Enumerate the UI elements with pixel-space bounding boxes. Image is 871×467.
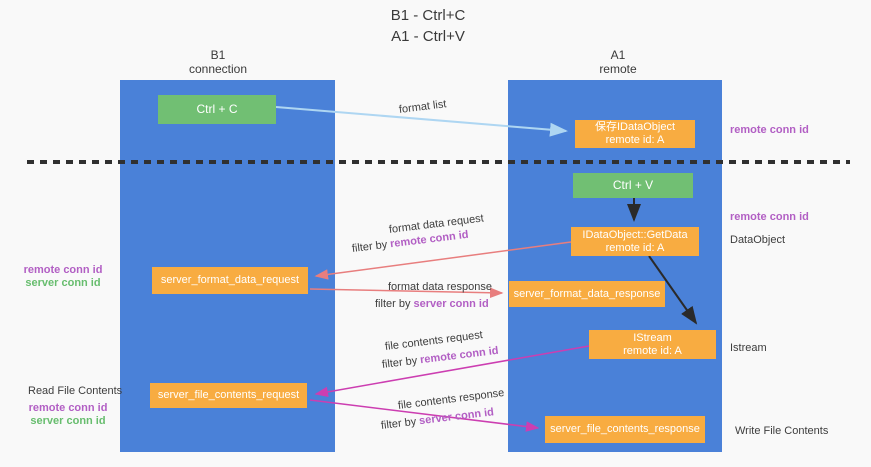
remote-conn-id-left-text: remote conn id	[23, 264, 103, 276]
label-conn-ids-left: remote conn id server conn id	[17, 264, 109, 290]
box-file-res-label: server_file_contents_response	[550, 423, 700, 435]
label-format-list: format list	[398, 98, 447, 116]
box-istream: IStream remote id: A	[589, 330, 716, 359]
box-ctrl-c: Ctrl + C	[158, 95, 276, 124]
label-remote-conn-id-mid: remote conn id	[730, 211, 809, 223]
diagram-title: B1 - Ctrl+C A1 - Ctrl+V	[293, 5, 563, 47]
box-store-line2: remote id: A	[605, 134, 665, 146]
server-conn-id-left-text: server conn id	[25, 277, 101, 289]
box-store-line1: 保存IDataObject	[594, 121, 676, 133]
column-header-a1: A1 remote	[548, 48, 688, 76]
column-b1-name: B1	[210, 48, 226, 62]
session-separator-dashed-line	[27, 160, 850, 164]
filter-by-text-1: filter by	[351, 238, 388, 255]
istream-text: Istream	[730, 342, 767, 354]
filter-by-text-4: filter by	[380, 415, 417, 432]
remote-conn-id-text-2: remote conn id	[419, 344, 500, 367]
box-getdata-line1: IDataObject::GetData	[582, 228, 688, 241]
box-server-file-contents-request: server_file_contents_request	[150, 383, 307, 408]
write-file-contents-text: Write File Contents	[735, 425, 829, 437]
label-write-file-contents: Write File Contents	[735, 425, 828, 437]
box-fmt-res-label: server_format_data_response	[513, 287, 661, 300]
box-server-format-data-response: server_format_data_response	[509, 281, 665, 307]
box-istream-line2: remote id: A	[623, 344, 682, 357]
box-fmt-req-label: server_format_data_request	[160, 274, 300, 286]
label-istream: Istream	[730, 342, 767, 354]
remote-conn-id-left2-text: remote conn id	[28, 402, 108, 414]
label-format-data-response: format data response	[388, 281, 492, 293]
box-file-req-label: server_file_contents_request	[157, 389, 300, 401]
dataobject-text: DataObject	[730, 234, 786, 246]
box-idataobject-getdata: IDataObject::GetData remote id: A	[571, 227, 699, 256]
filter-by-text-2: filter by	[375, 298, 411, 310]
label-format-list-text: format list	[398, 98, 448, 116]
label-conn-ids-left-2: remote conn id server conn id	[22, 402, 114, 428]
label-remote-conn-id-top: remote conn id	[730, 124, 809, 136]
label-format-data-response-text: format data response	[388, 281, 492, 293]
title-line-b1: B1 - Ctrl+C	[390, 7, 466, 24]
remote-conn-id-mid-text: remote conn id	[730, 211, 809, 223]
box-ctrl-c-label: Ctrl + C	[196, 102, 238, 116]
read-file-contents-text: Read File Contents	[28, 385, 123, 397]
box-ctrl-v: Ctrl + V	[573, 173, 693, 198]
column-b1-role: connection	[188, 62, 248, 76]
server-conn-id-text-1: server conn id	[413, 298, 489, 310]
column-header-b1: B1 connection	[148, 48, 288, 76]
box-server-file-contents-response: server_file_contents_response	[545, 416, 705, 443]
box-store-idataobject: 保存IDataObject remote id: A	[575, 120, 695, 148]
column-a1-name: A1	[610, 48, 626, 62]
server-conn-id-text-2: server conn id	[418, 406, 495, 428]
label-dataobject: DataObject	[730, 234, 785, 246]
box-istream-line1: IStream	[633, 331, 672, 344]
label-read-file-contents: Read File Contents	[28, 385, 122, 397]
box-server-format-data-request: server_format_data_request	[152, 267, 308, 294]
box-getdata-line2: remote id: A	[605, 241, 665, 254]
filter-by-text-3: filter by	[381, 354, 418, 371]
box-ctrl-v-label: Ctrl + V	[612, 178, 654, 192]
remote-conn-id-top-text: remote conn id	[730, 124, 809, 136]
column-a1-role: remote	[599, 62, 637, 76]
server-conn-id-left2-text: server conn id	[30, 415, 106, 427]
title-line-a1: A1 - Ctrl+V	[391, 28, 465, 45]
